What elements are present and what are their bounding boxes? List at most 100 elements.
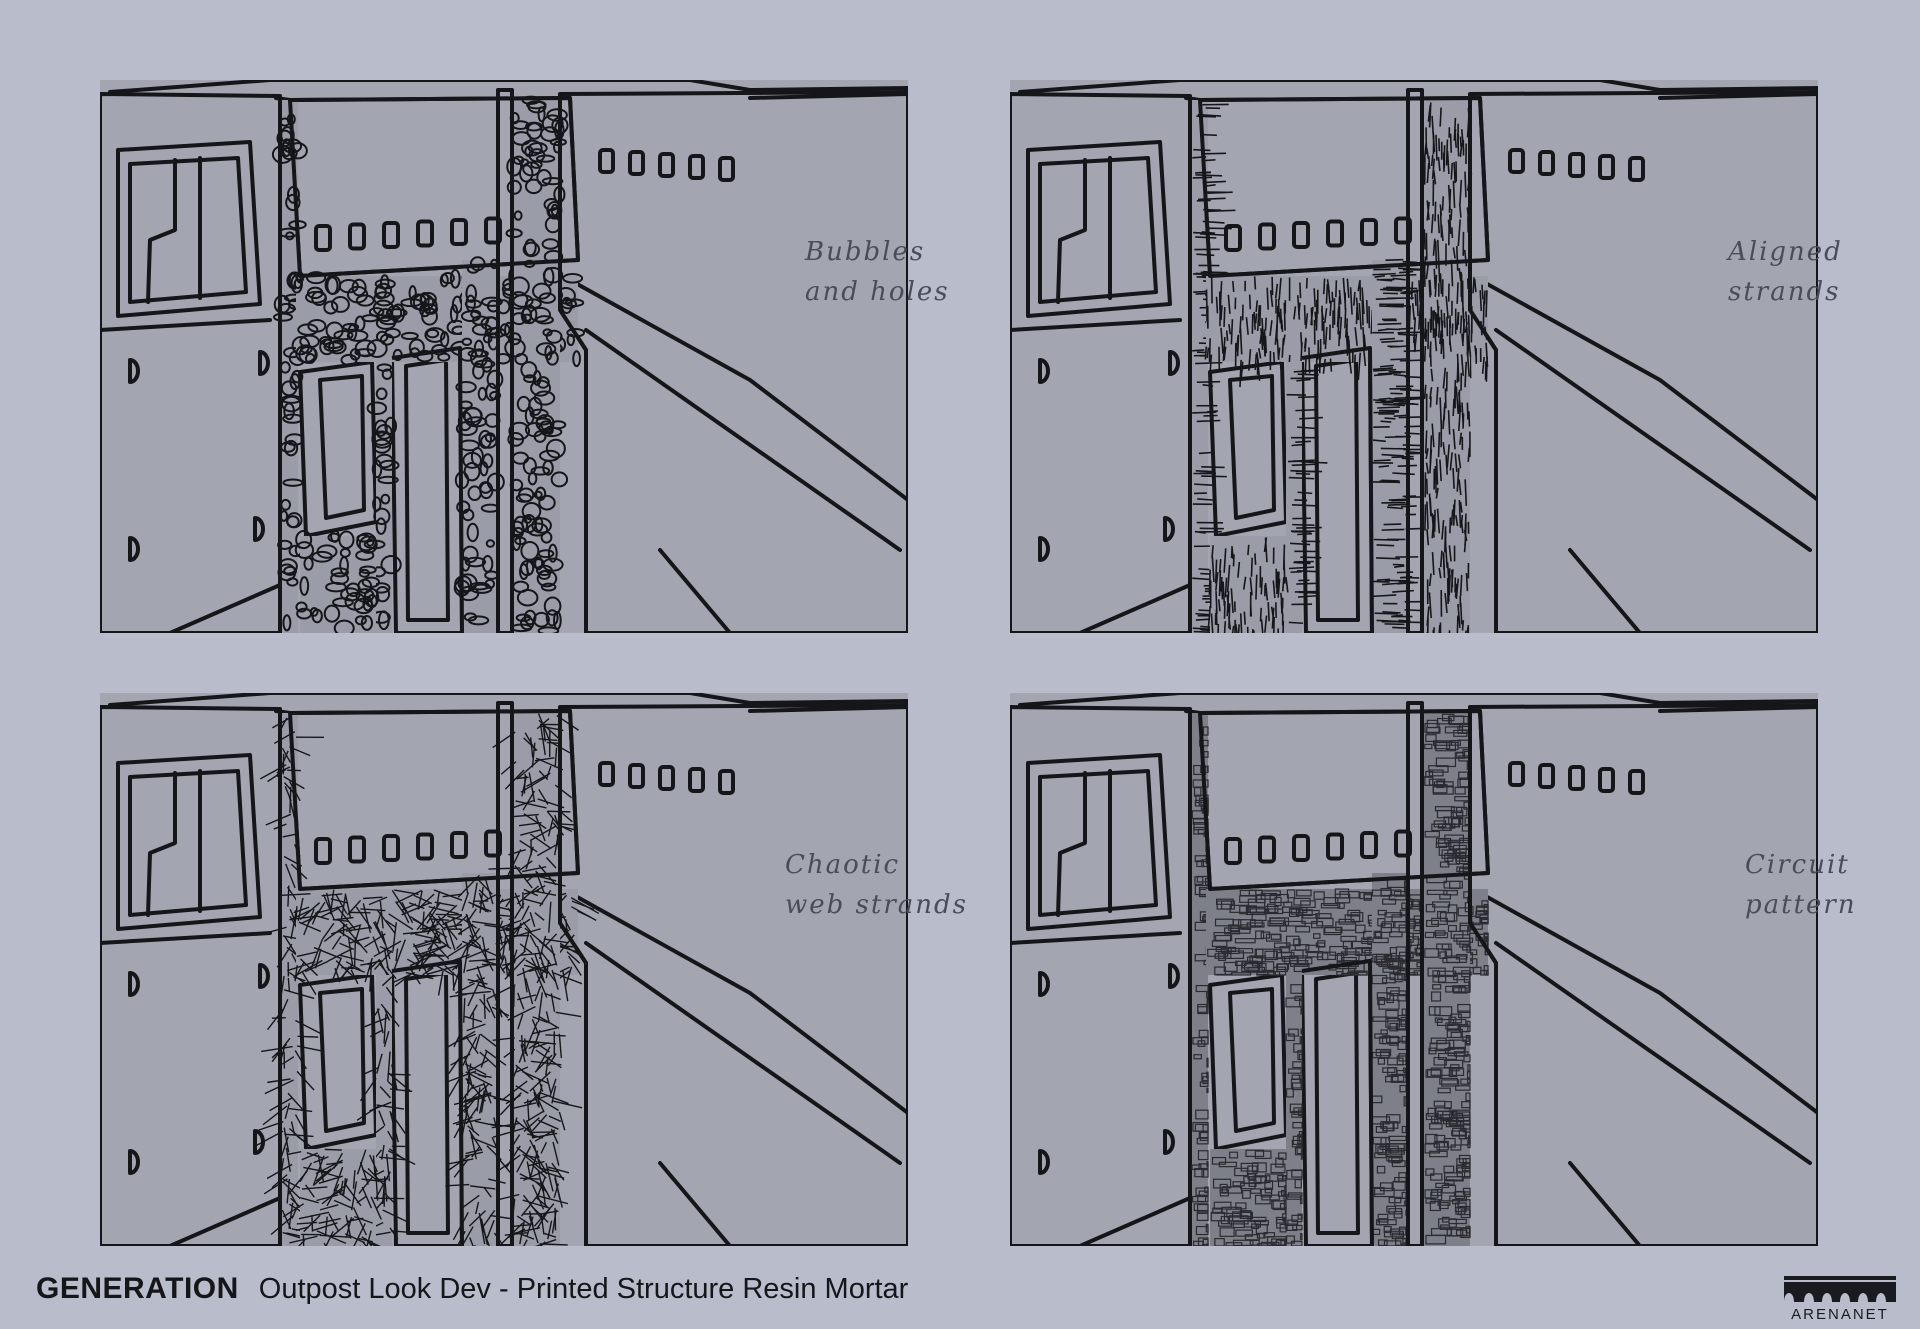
strand-mark: [1457, 603, 1461, 629]
circuit-mark: [1428, 765, 1449, 773]
web-strand-mark: [311, 1215, 314, 1232]
circuit-mark: [1377, 909, 1387, 916]
circuit-mark: [1393, 968, 1407, 975]
strand-mark: [1260, 619, 1264, 633]
circuit-mark: [1388, 1208, 1403, 1215]
web-strand-mark: [296, 951, 318, 958]
web-strand-mark: [324, 1148, 342, 1151]
web-strand-mark: [387, 1150, 416, 1165]
web-strand-mark: [297, 1045, 323, 1052]
web-strand-mark: [380, 1003, 400, 1027]
strand-mark: [1423, 143, 1427, 162]
web-strand-mark: [471, 920, 497, 926]
circuit-mark: [1375, 1126, 1388, 1133]
circuit-mark: [1466, 1020, 1471, 1027]
right-diagonal: [1478, 891, 1818, 1115]
web-strand-mark: [486, 1219, 495, 1239]
strand-mark: [1439, 330, 1443, 345]
strand-mark: [1277, 571, 1280, 593]
web-strand-mark: [266, 1163, 293, 1180]
web-strand-mark: [276, 943, 293, 968]
web-strand-mark: [319, 1170, 340, 1178]
right-wall-outline: [558, 94, 588, 633]
web-strand-mark: [401, 903, 417, 911]
bubble-mark: [461, 337, 473, 346]
circuit-mark: [1202, 1076, 1209, 1085]
strand-mark: [1325, 284, 1329, 304]
web-strand-mark: [370, 1196, 382, 1220]
web-strand-mark: [276, 766, 291, 774]
bubble-mark: [311, 550, 333, 563]
bubble-mark: [535, 154, 556, 163]
block-lip: [1184, 709, 1202, 715]
left-wall: [100, 705, 282, 1246]
circuit-mark: [1390, 1147, 1405, 1155]
circuit-mark: [1281, 1189, 1287, 1196]
strand-mark: [1449, 340, 1452, 352]
panel-aligned-strands: Aligned strands: [1010, 80, 1841, 633]
outline-overlay: [1198, 703, 1498, 1246]
strand-mark: [1242, 576, 1247, 590]
circuit-mark: [1378, 961, 1400, 968]
strand-mark: [1452, 398, 1455, 417]
circuit-mark: [1380, 889, 1402, 897]
circuit-mark: [1425, 734, 1437, 743]
strand-mark: [1398, 327, 1414, 330]
web-strand-mark: [383, 947, 390, 971]
web-strand-mark: [498, 928, 519, 953]
web-strand-mark: [313, 901, 326, 919]
web-strand-mark: [526, 1161, 532, 1179]
strand-mark: [1447, 410, 1451, 435]
web-strand-mark: [301, 1152, 318, 1161]
circuit-mark: [1344, 914, 1361, 923]
circuit-mark: [1191, 1164, 1202, 1170]
circuit-mark: [1244, 1234, 1260, 1241]
strand-mark: [1456, 615, 1459, 633]
bubble-mark: [305, 271, 327, 285]
web-strand-mark: [467, 981, 481, 1007]
bubble-mark: [346, 285, 369, 304]
strand-mark: [1432, 310, 1435, 338]
vent-slot: [658, 765, 675, 791]
strand-mark: [1344, 307, 1347, 329]
web-strand-mark: [522, 1070, 549, 1085]
circuit-mark: [1459, 924, 1470, 932]
strand-mark: [1223, 621, 1227, 633]
strand-mark: [1446, 444, 1450, 468]
circuit-mark: [1448, 1119, 1461, 1127]
bubble-mark: [381, 368, 393, 380]
web-strand-mark: [523, 737, 538, 751]
strand-mark: [1430, 154, 1434, 167]
web-strand-mark: [526, 1216, 534, 1237]
web-strand-mark: [335, 893, 348, 914]
right-diagonal-2: [584, 328, 902, 552]
web-strand-mark: [545, 1163, 554, 1192]
strand-mark: [1220, 327, 1224, 354]
strand-mark: [1232, 280, 1235, 293]
web-strand-mark: [378, 1110, 386, 1127]
web-strand-mark: [516, 1146, 532, 1173]
strand-mark: [1459, 179, 1463, 205]
strand-mark: [1462, 318, 1466, 343]
web-strand-mark: [426, 965, 458, 975]
strand-mark: [1373, 538, 1399, 541]
strand-mark: [1391, 455, 1414, 459]
circuit-mark: [1428, 769, 1444, 777]
strand-mark: [1267, 602, 1270, 622]
web-strand-mark: [521, 775, 528, 797]
bubble-mark: [537, 626, 560, 633]
circuit-mark: [1483, 965, 1489, 976]
web-strand-mark: [271, 1016, 286, 1019]
strand-mark: [1437, 214, 1440, 234]
strand-mark: [1374, 274, 1386, 278]
web-strand-mark: [469, 1237, 474, 1246]
web-strand-mark: [525, 978, 534, 1005]
vent-slot: [1258, 222, 1276, 251]
mortar-texture: [1191, 713, 1489, 1246]
web-strand-mark: [345, 926, 372, 932]
strand-mark: [1377, 406, 1400, 409]
strand-mark: [1373, 411, 1399, 414]
strand-mark: [1448, 630, 1451, 633]
bubble-mark: [481, 296, 503, 307]
strand-mark: [1197, 197, 1226, 201]
